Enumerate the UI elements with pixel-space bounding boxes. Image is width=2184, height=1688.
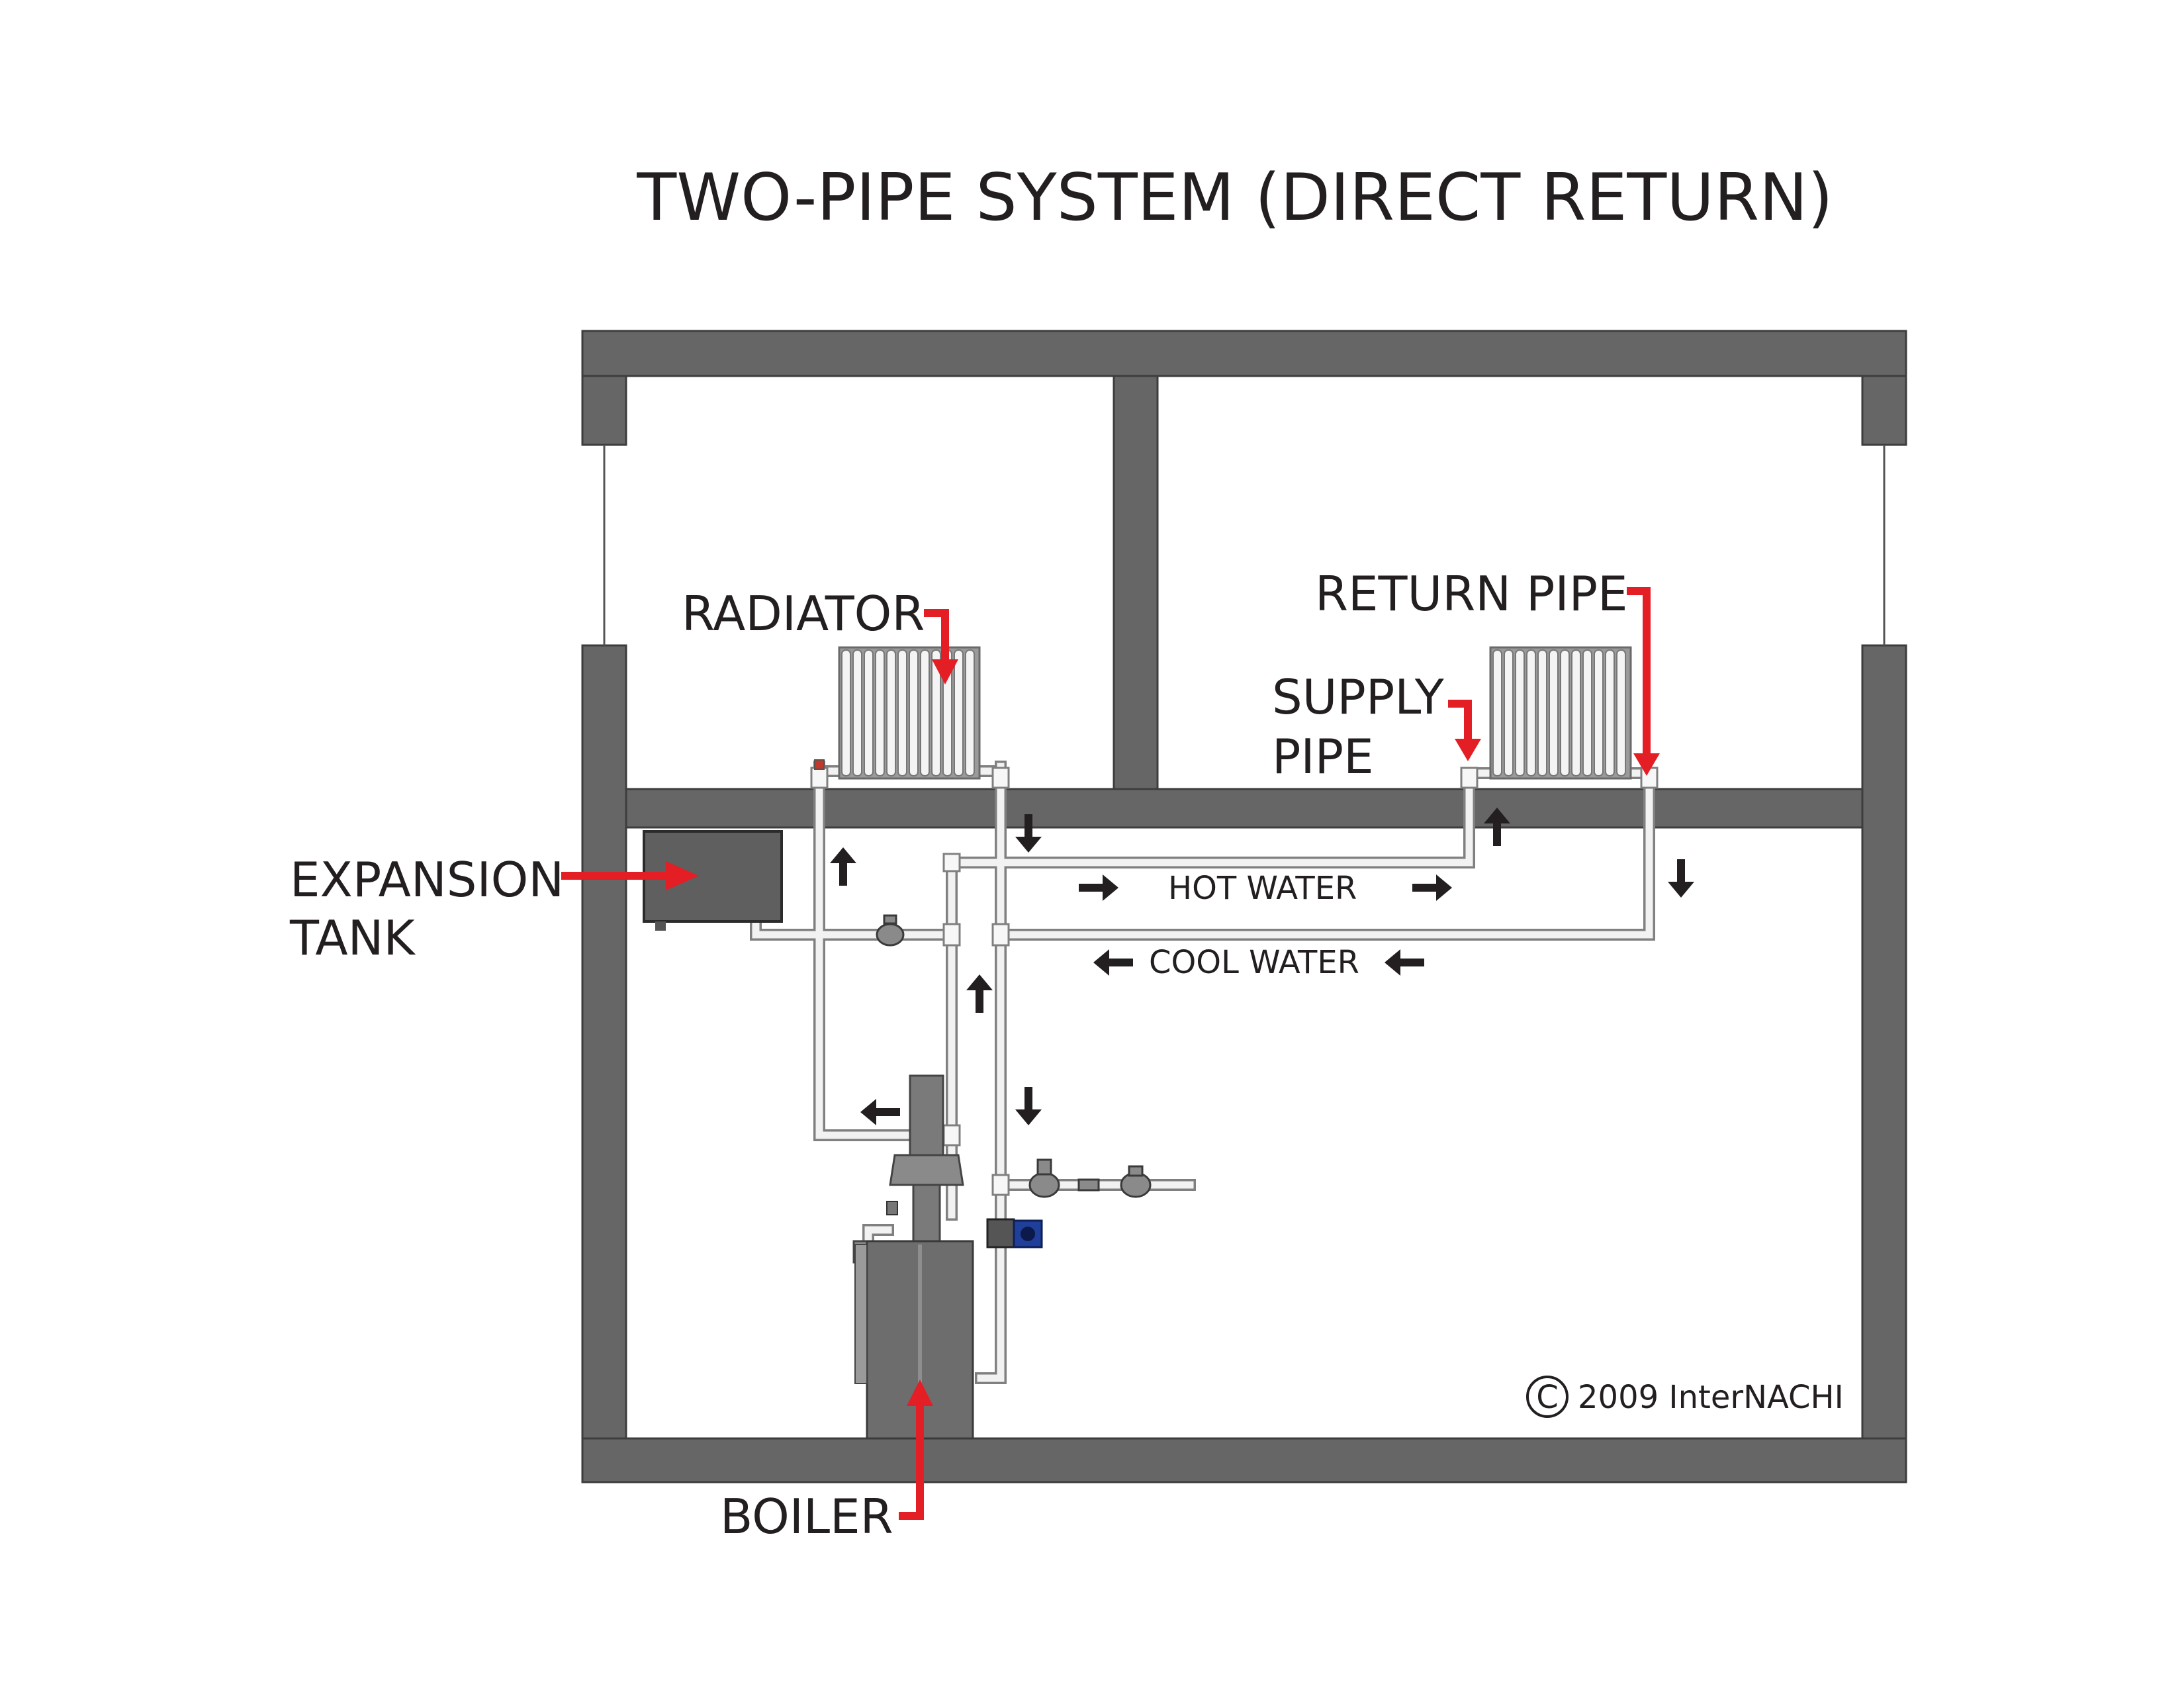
flow-arrows (830, 808, 1694, 1125)
left-wall (581, 644, 627, 1481)
copyright-notice: C 2009 InterNACHI (1526, 1376, 1844, 1418)
flow-arrow-down-return-left-top (1015, 814, 1042, 853)
supply-pipe-label-line2: PIPE (1272, 729, 1374, 784)
circulator-pump (986, 1218, 1043, 1248)
flow-arrow-up-right-supply (1484, 808, 1510, 846)
expansion-tank-label-line2: TANK (289, 910, 416, 966)
flow-arrow-right-hot-1 (1079, 874, 1118, 901)
boiler-callout-line (899, 1403, 924, 1520)
ground-slab (581, 1437, 1907, 1483)
flue-pipe (909, 1074, 944, 1156)
hot-water-label: HOT WATER (1168, 870, 1357, 907)
right-wall (1861, 644, 1907, 1481)
expansion-tank-callout-head (666, 861, 699, 890)
cool-water-label: COOL WATER (1149, 944, 1359, 981)
return-pipe-label: RETURN PIPE (1315, 566, 1628, 622)
left-radiator (814, 646, 981, 780)
center-partition (1113, 375, 1159, 790)
boiler (852, 1074, 974, 1440)
draft-hood (889, 1154, 964, 1186)
pipe-network (750, 761, 1659, 1384)
valves (876, 914, 1152, 1198)
right-radiator (1489, 646, 1632, 780)
flow-arrow-down-right-return (1668, 859, 1694, 898)
flow-arrow-up-hot-main (966, 974, 993, 1013)
flow-arrow-left-cool-2 (1385, 949, 1424, 976)
right-upper-post (1861, 375, 1907, 446)
tank-valve (876, 923, 905, 947)
diagram-title: TWO-PIPE SYSTEM (DIRECT RETURN) (636, 160, 1833, 236)
radiator-label: RADIATOR (682, 586, 925, 641)
boiler-callout-head (907, 1380, 933, 1406)
supply-pipe-callout-line (1448, 700, 1472, 741)
expansion-tank (643, 830, 783, 931)
copyright-symbol: C (1536, 1379, 1559, 1416)
floor-slab (625, 788, 1864, 829)
return-pipe-callout-head (1633, 753, 1660, 776)
roof-slab (581, 330, 1907, 377)
flow-arrow-up-supply-left (830, 847, 856, 886)
pressure-reducing-valve (1028, 1172, 1060, 1198)
supply-pipe-label-line1: SUPPLY (1272, 669, 1445, 725)
flow-arrow-down-return-main (1015, 1087, 1042, 1125)
copyright-text: 2009 InterNACHI (1578, 1379, 1844, 1416)
return-pipe-callout-line (1627, 587, 1651, 756)
flow-arrow-right-hot-2 (1412, 874, 1452, 901)
boiler-label: BOILER (720, 1489, 893, 1544)
callout-arrowheads (666, 659, 1660, 1406)
callout-arrows (561, 587, 1651, 1520)
flow-arrow-left-cool-1 (1093, 949, 1133, 976)
copyright-circle-icon (1526, 1376, 1569, 1418)
flow-arrow-left-supply-bottom (860, 1099, 900, 1125)
expansion-tank-label-line1: EXPANSION (290, 852, 564, 908)
supply-pipe-callout-head (1455, 739, 1481, 761)
house-structure (581, 330, 1907, 1483)
radiator-callout-head (932, 659, 958, 684)
radiator-callout-line (924, 609, 949, 662)
left-upper-post (581, 375, 627, 446)
